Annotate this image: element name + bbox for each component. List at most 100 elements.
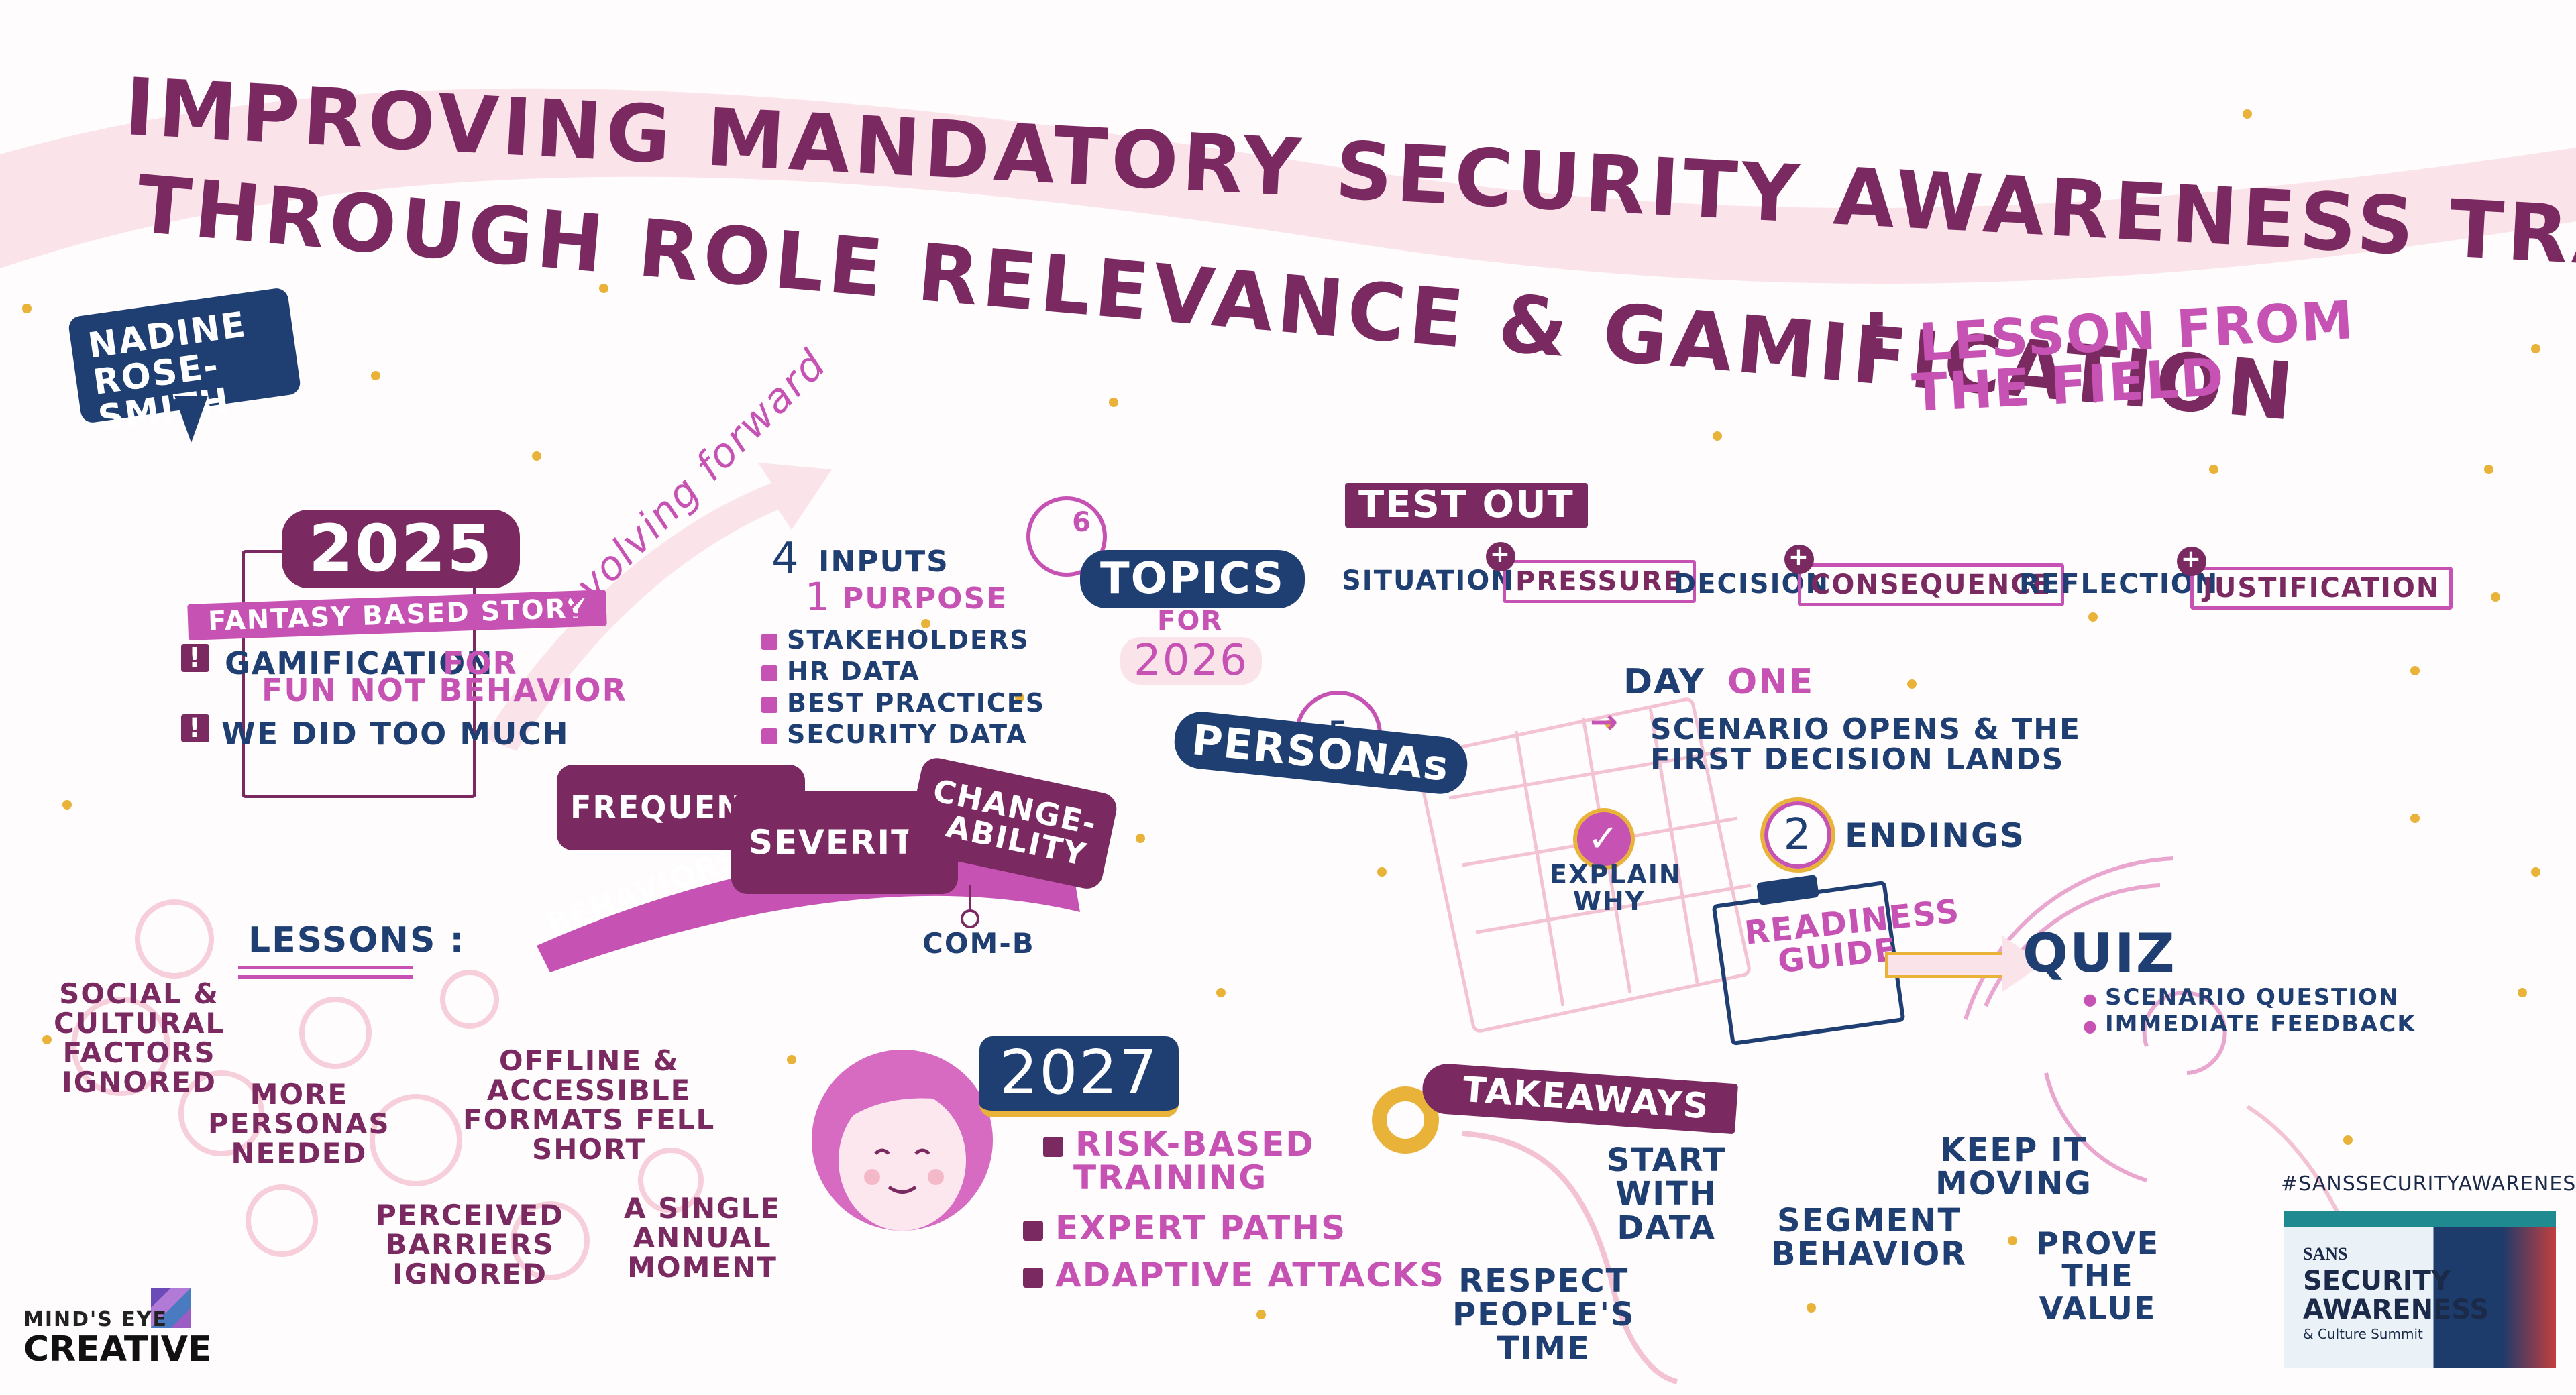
comb-connector <box>969 885 971 919</box>
lesson-3-line-1: OFFLINE & <box>498 1044 680 1077</box>
lesson-2-line-2: PERSONAS <box>208 1107 390 1141</box>
explain-line-1: EXPLAIN <box>1550 860 1682 889</box>
quiz-item-feedback: IMMEDIATE FEEDBACK <box>2083 1012 2416 1037</box>
topics-for: FOR <box>1157 606 1224 636</box>
testout-justification: JUSTIFICATION <box>2190 567 2453 610</box>
purpose-count: 1 <box>805 574 831 620</box>
lesson-perceived-barriers: PERCEIVED BARRIERS IGNORED <box>376 1198 565 1291</box>
lesson-5-line-2: ANNUAL <box>633 1221 772 1255</box>
purpose-label: PURPOSE <box>842 581 1008 616</box>
we-did-too-much: WE DID TOO MUCH <box>221 716 570 752</box>
takeaway-1-line-2: WITH <box>1615 1175 1717 1213</box>
takeaway-respect-time: RESPECT PEOPLE'S TIME <box>1452 1262 1635 1368</box>
risk-based-training: TRAINING <box>1073 1158 1268 1197</box>
lessons-label: LESSONS : <box>248 920 466 960</box>
takeaway-5-line-1: PROVE <box>2036 1225 2160 1262</box>
quiz-label: QUIZ <box>2023 922 2176 985</box>
gamification-fun-not-behavior: FUN NOT BEHAVIOR <box>262 672 627 708</box>
lesson-1-line-2: CULTURAL <box>54 1007 225 1040</box>
lesson-3-line-3: FORMATS FELL <box>463 1103 716 1137</box>
takeaway-segment-behavior: SEGMENT BEHAVIOR <box>1771 1204 1967 1272</box>
testout-situation: SITUATION <box>1342 565 1515 596</box>
testout-pressure: PRESSURE <box>1503 560 1696 603</box>
testout-decision: DECISION <box>1674 569 1829 600</box>
takeaway-1-line-1: START <box>1607 1141 1727 1179</box>
plus-icon-justification: + <box>2177 547 2206 576</box>
plus-icon-pressure: + <box>1486 542 1515 571</box>
topics-count: 6 <box>1026 496 1107 577</box>
lesson-more-personas: MORE PERSONAS NEEDED <box>208 1078 390 1170</box>
lesson-2-line-1: MORE <box>250 1078 349 1111</box>
input-item-stakeholders: STAKEHOLDERS <box>761 626 1030 654</box>
inputs-label: INPUTS <box>818 545 949 579</box>
one-label: ONE <box>1727 662 1815 702</box>
year-2025: 2025 <box>282 510 521 588</box>
lesson-5-line-3: MOMENT <box>627 1251 777 1284</box>
warning-icon-1: ! <box>181 644 209 672</box>
lesson-1-line-4: IGNORED <box>62 1066 217 1099</box>
lesson-1-line-3: FACTORS <box>62 1036 216 1070</box>
day-one-text-2: FIRST DECISION LANDS <box>1650 742 2065 777</box>
sans-culture: & Culture Summit <box>2303 1326 2423 1342</box>
takeaway-4-line-1: RESPECT <box>1458 1262 1629 1300</box>
topics-year: 2026 <box>1120 637 1262 685</box>
takeaway-keep-moving: KEEP IT MOVING <box>1935 1133 2092 1201</box>
logo-top-text: MIND'S EYE <box>23 1308 168 1331</box>
arrow-to-quiz <box>1885 952 2011 978</box>
testout-consequence: CONSEQUENCE <box>1798 563 2064 606</box>
logo-pixel-mark <box>151 1288 191 1328</box>
testout-reflection: REFLECTION <box>2019 569 2219 600</box>
lesson-social-cultural: SOCIAL & CULTURAL FACTORS IGNORED <box>54 979 225 1097</box>
takeaway-2-line-1: SEGMENT <box>1776 1202 1962 1239</box>
sans-teal-ribbon <box>2284 1211 2556 1227</box>
gamification-for: FOR <box>443 645 518 681</box>
takeaway-4-line-3: TIME <box>1497 1329 1591 1368</box>
testout-label: TEST OUT <box>1345 483 1588 528</box>
lesson-3-line-2: ACCESSIBLE <box>486 1074 692 1107</box>
check-icon: ✓ <box>1573 808 1635 870</box>
day-label: DAY <box>1623 662 1706 702</box>
sans-awareness: AWARENESS <box>2303 1294 2489 1325</box>
plus-icon-consequence: + <box>1784 545 1814 574</box>
warning-icon-2: ! <box>181 714 209 742</box>
arrow-to-quiz-head <box>2002 936 2043 992</box>
day-one-text-1: SCENARIO OPENS & THE <box>1650 712 2082 746</box>
minds-eye-logo: MIND'S EYE CREATIVE <box>23 1288 212 1375</box>
lesson-4-line-2: BARRIERS <box>385 1228 555 1262</box>
lesson-1-line-1: SOCIAL & <box>59 977 220 1010</box>
year-2027: 2027 <box>979 1036 1179 1117</box>
lesson-4-line-1: PERCEIVED <box>376 1198 565 1231</box>
takeaway-1-line-3: DATA <box>1617 1209 1716 1247</box>
sans-security: SECURITY <box>2303 1266 2451 1296</box>
endings-label: ENDINGS <box>1845 816 2026 855</box>
input-item-hr-data: HR DATA <box>761 658 920 685</box>
takeaway-5-line-2: THE <box>2061 1258 2134 1294</box>
lesson-offline-formats: OFFLINE & ACCESSIBLE FORMATS FELL SHORT <box>463 1046 715 1164</box>
takeaway-2-line-2: BEHAVIOR <box>1771 1235 1968 1274</box>
lesson-3-line-4: SHORT <box>531 1133 647 1166</box>
lesson-5-line-1: A SINGLE <box>624 1192 782 1225</box>
hashtag: #SANSSECURITYAWARENESS <box>2281 1172 2576 1196</box>
explain-line-2: WHY <box>1573 887 1646 916</box>
sans-summit-badge: SANS SECURITY AWARENESS & Culture Summit <box>2284 1211 2556 1368</box>
takeaway-3-line-2: MOVING <box>1935 1165 2092 1203</box>
takeaway-5-line-3: VALUE <box>2039 1290 2157 1327</box>
arrow-right-icon: → <box>1590 702 1619 741</box>
takeaway-prove-value: PROVE THE VALUE <box>2036 1227 2159 1325</box>
logo-bottom-text: CREATIVE <box>23 1329 212 1370</box>
input-item-best-practices: BEST PRACTICES <box>761 689 1045 717</box>
expert-paths-item: EXPERT PATHS <box>1023 1211 1346 1246</box>
quiz-item-scenario: SCENARIO QUESTION <box>2083 985 2399 1010</box>
risk-based-item: RISK-BASED <box>1043 1127 1315 1162</box>
inputs-count: 4 <box>771 534 800 583</box>
comb-label: COM-B <box>922 927 1035 960</box>
input-item-security-data: SECURITY DATA <box>761 721 1028 748</box>
takeaway-4-line-2: PEOPLE'S <box>1452 1296 1635 1334</box>
lesson-single-annual: A SINGLE ANNUAL MOMENT <box>624 1192 782 1284</box>
lesson-4-line-3: IGNORED <box>392 1258 547 1291</box>
endings-count: 2 <box>1760 797 1835 873</box>
adaptive-attacks-item: ADAPTIVE ATTACKS <box>1023 1258 1445 1293</box>
takeaway-start-with-data: START WITH DATA <box>1607 1143 1726 1245</box>
lesson-2-line-3: NEEDED <box>231 1137 368 1170</box>
gamification-label: GAMIFICATION <box>225 645 494 681</box>
